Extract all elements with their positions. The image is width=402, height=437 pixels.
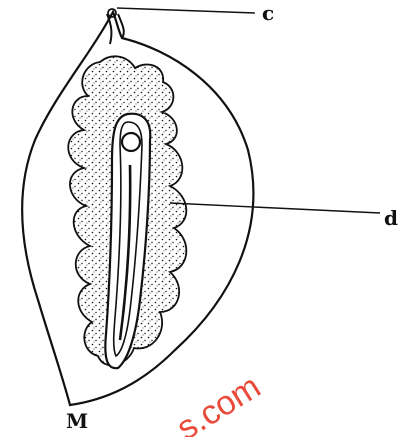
apical-circle [122,133,140,151]
label-c: c [262,1,274,25]
leader-line-d [170,203,380,213]
watermark-text: s.com [170,367,267,437]
leader-line-c [117,8,255,13]
label-m: M [66,409,88,433]
label-d: d [384,206,398,230]
